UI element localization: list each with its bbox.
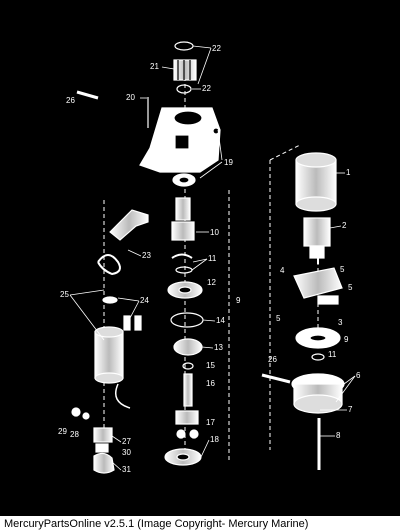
- callout-label: 13: [214, 343, 223, 352]
- callout-label: 24: [140, 296, 149, 305]
- callout-label: 11: [328, 350, 337, 359]
- callout-label: 14: [216, 316, 225, 325]
- leader-lines: [69, 45, 356, 471]
- callout-label: 5: [276, 314, 281, 323]
- callout-label: 7: [348, 405, 353, 414]
- callout-label: 6: [356, 371, 361, 380]
- callout-label: 8: [336, 431, 341, 440]
- caption-text: MercuryPartsOnline v2.5.1 (Image Copyrig…: [4, 518, 309, 530]
- callout-label: 22: [212, 44, 221, 53]
- callout-label: 16: [206, 379, 215, 388]
- callout-label: 10: [210, 228, 219, 237]
- callout-label: 3: [338, 318, 343, 327]
- callout-label: 11: [208, 254, 217, 263]
- callout-label: 9: [344, 335, 349, 344]
- callout-label: 2: [342, 221, 347, 230]
- callout-label: 28: [70, 430, 79, 439]
- callout-label: 17: [206, 418, 215, 427]
- image-copyright-caption: MercuryPartsOnline v2.5.1 (Image Copyrig…: [0, 516, 400, 532]
- callout-label: 18: [210, 435, 219, 444]
- callout-numbers: 22 21 22 20 26 19 1 10 2 11 23 4 5 12 5 …: [58, 44, 361, 474]
- callout-label: 23: [142, 251, 151, 260]
- callout-label: 5: [340, 265, 345, 274]
- callout-label: 25: [60, 290, 69, 299]
- callout-label: 26: [268, 355, 277, 364]
- callout-label: 26: [66, 96, 75, 105]
- callout-label: 30: [122, 448, 131, 457]
- callout-label: 9: [236, 296, 241, 305]
- part-shapes: [71, 41, 345, 474]
- callout-label: 27: [122, 437, 131, 446]
- callout-label: 21: [150, 62, 159, 71]
- callout-label: 31: [122, 465, 131, 474]
- callout-label: 1: [346, 168, 351, 177]
- callout-label: 15: [206, 361, 215, 370]
- callout-label: 20: [126, 93, 135, 102]
- callout-label: 19: [224, 158, 233, 167]
- callout-label: 5: [348, 283, 353, 292]
- callout-label: 4: [280, 266, 285, 275]
- callout-label: 29: [58, 427, 67, 436]
- callout-label: 12: [207, 278, 216, 287]
- callout-label: 22: [202, 84, 211, 93]
